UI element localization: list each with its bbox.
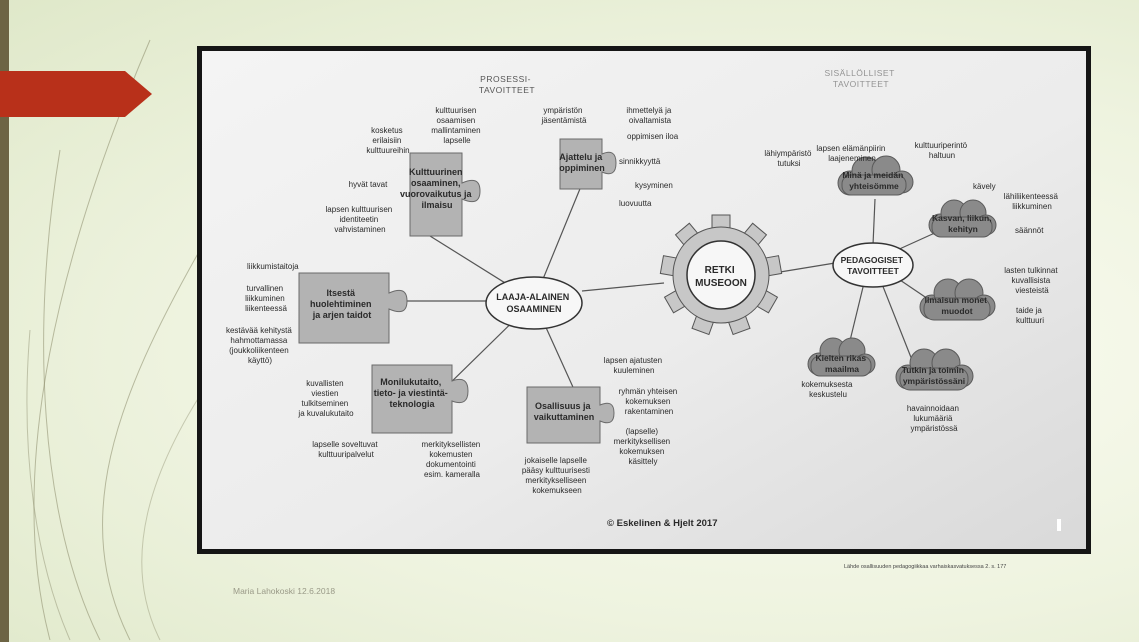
note-kulttuuriperinto: kulttuuriperintö haltuun [915, 141, 970, 160]
svg-text:Ajattelu ja oppiminen: Ajattelu ja oppiminen [559, 152, 605, 173]
accent-arrow [0, 71, 152, 117]
diagram-canvas: PROSESSI- TAVOITTEET SISÄLLÖLLISET TAVOI… [202, 51, 1086, 549]
puzzle-osallisuus-ja-vaikuttaminen: Osallisuus ja vaikuttaminen [526, 386, 615, 444]
decorative-curve [43, 149, 101, 641]
decorative-curve [33, 39, 151, 641]
note-lahiymparisto: lähiympäristö tutuksi [764, 149, 813, 168]
note-liikkumistaitoja: liikkumistaitoja [247, 262, 299, 271]
svg-text:Ilmaisun monet muodot: Ilmaisun monet muodot [925, 295, 990, 316]
puzzle-monilukutaito: Monilukutaito, tieto- ja viestintä- tekn… [371, 364, 469, 434]
note-kestavaa-kehitysta: kestävää kehitystä hahmottamassa (joukko… [226, 326, 294, 365]
puzzle-kulttuurinen-osaaminen: Kulttuurinen osaaminen, vuorovaikutus ja… [400, 152, 481, 237]
svg-text:Kielten rikas maailma: Kielten rikas maailma [816, 353, 869, 374]
note-kosketus: kosketus erilaisiin kulttuureihin [366, 126, 409, 155]
note-oppimisen-ilo: oppimisen iloa [627, 132, 679, 141]
note-ihmettelya: ihmettelyä ja oivaltamista [626, 106, 673, 125]
hub-pedagogiset-tavoitteet: PEDAGOGISET TAVOITTEET [832, 242, 914, 288]
svg-text:Kulttuurinen osaaminen,: Kulttuurinen osaaminen, vuorovaikutus ja… [400, 167, 474, 210]
puzzle-itsesta-huolehtiminen: Itsestä huolehtiminen ja arjen taidot [298, 272, 408, 344]
svg-text:LAAJA-ALAINEN OSAAMINEN: LAAJA-ALAINEN OSAAMINEN [496, 292, 572, 314]
note-hyvat-tavat: hyvät tavat [349, 180, 388, 189]
decorative-curve [141, 379, 211, 641]
note-kokemuksesta-keskustelu: kokemuksesta keskustelu [801, 380, 854, 399]
decorative-curve [102, 249, 201, 641]
process-goals-header: PROSESSI- TAVOITTEET [479, 74, 535, 95]
content-goals-header: SISÄLLÖLLISET TAVOITTEET [824, 68, 897, 89]
svg-text:Osallisuus ja vaikuttami: Osallisuus ja vaikuttaminen [534, 401, 595, 422]
svg-text:Itsestä huolehtiminen: Itsestä huolehtiminen ja arjen taidot [310, 288, 374, 320]
note-kulttuuripalvelut: lapselle soveltuvat kulttuuripalvelut [312, 440, 380, 459]
note-jokaiselle-lapselle: jokaiselle lapselle pääsy kulttuurisesti… [522, 456, 592, 495]
note-kuvallisten-viestien: kuvallisten viestien tulkitseminen ja ku… [297, 379, 354, 418]
note-kavely: kävely [973, 182, 996, 191]
note-luovuutta: luovuutta [619, 199, 652, 208]
hub-retki-museoon-gear: RETKI MUSEOON [659, 214, 783, 336]
author-date-footer: Maria Lahokoski 12.6.2018 [233, 586, 336, 596]
decorative-curve [26, 329, 71, 641]
note-lahiliikenteessa: lähiliikenteessä liikkuminen [1004, 192, 1061, 211]
note-saannot: säännöt [1015, 226, 1044, 235]
svg-text:Kasvan, liikun, kehityn: Kasvan, liikun, kehityn [932, 213, 994, 234]
cloud-tutkin-ja-toimin: Tutkin ja toimin ympäristössäni [895, 348, 974, 391]
note-merkityksellisten-kokemusten: merkityksellisten kokemusten dokumentoin… [422, 440, 483, 479]
note-sinnikkyytta: sinnikkyyttä [619, 157, 661, 166]
cloud-ilmaisun-monet-muodot: Ilmaisun monet muodot [919, 278, 996, 321]
svg-text:Minä ja meidän yhteisömm: Minä ja meidän yhteisömme [842, 170, 905, 191]
left-sidebar-bar [0, 0, 9, 642]
cloud-kasvan-liikun-kehityn: Kasvan, liikun, kehityn [928, 199, 997, 238]
cloud-kielten-rikas-maailma: Kielten rikas maailma [807, 337, 876, 377]
note-lapselle-merkityksellisen: (lapselle) merkityksellisen kokemuksen k… [614, 427, 673, 466]
note-elamanpiirin-laajeneminen: lapsen elämänpiirin laajeneminen [816, 144, 887, 163]
note-turvallinen: turvallinen liikkuminen liikenteessä [245, 284, 287, 313]
hub-laaja-alainen-osaaminen: LAAJA-ALAINEN OSAAMINEN [485, 276, 583, 330]
cloud-mina-ja-meidan-yhteisomme: Minä ja meidän yhteisömme [837, 155, 914, 196]
note-kulttuurisen-osaamisen: kulttuurisen osaamisen mallintaminen lap… [431, 106, 483, 145]
note-taide-ja-kulttuuri: taide ja kulttuuri [1016, 306, 1044, 325]
svg-text:Tutkin ja toimin ympäris: Tutkin ja toimin ympäristössäni [902, 365, 967, 386]
note-lasten-tulkinnat: lasten tulkinnat kuvallisista viesteistä [1004, 266, 1060, 295]
puzzle-ajattelu-ja-oppiminen: Ajattelu ja oppiminen [559, 138, 617, 190]
source-caption: Lähde osallisuuden pedagogiikkaa varhais… [844, 564, 1007, 570]
svg-text:Monilukutaito, tieto- ja: Monilukutaito, tieto- ja viestintä- tekn… [374, 377, 451, 409]
note-kysyminen: kysyminen [635, 181, 673, 190]
note-lapsen-ajatusten: lapsen ajatusten kuuleminen [604, 356, 665, 375]
svg-text:RETKI MUSEOON: RETKI MUSEOON [695, 265, 747, 289]
note-ryhman-yhteisen: ryhmän yhteisen kokemuksen rakentaminen [619, 387, 680, 416]
white-marker [1057, 519, 1061, 531]
svg-text:PEDAGOGISET TAVOITTEET: PEDAGOGISET TAVOITTEET [841, 255, 906, 276]
note-ympariston-jasentamista: ympäristön jäsentämistä [541, 106, 587, 125]
note-identiteetti: lapsen kulttuurisen identiteetin vahvist… [326, 205, 395, 234]
diagram-photo: PROSESSI- TAVOITTEET SISÄLLÖLLISET TAVOI… [197, 46, 1091, 554]
note-havainnoidaan: havainnoidaan lukumääriä ympäristössä [907, 404, 961, 433]
copyright-text: © Eskelinen & Hjelt 2017 [607, 518, 718, 529]
